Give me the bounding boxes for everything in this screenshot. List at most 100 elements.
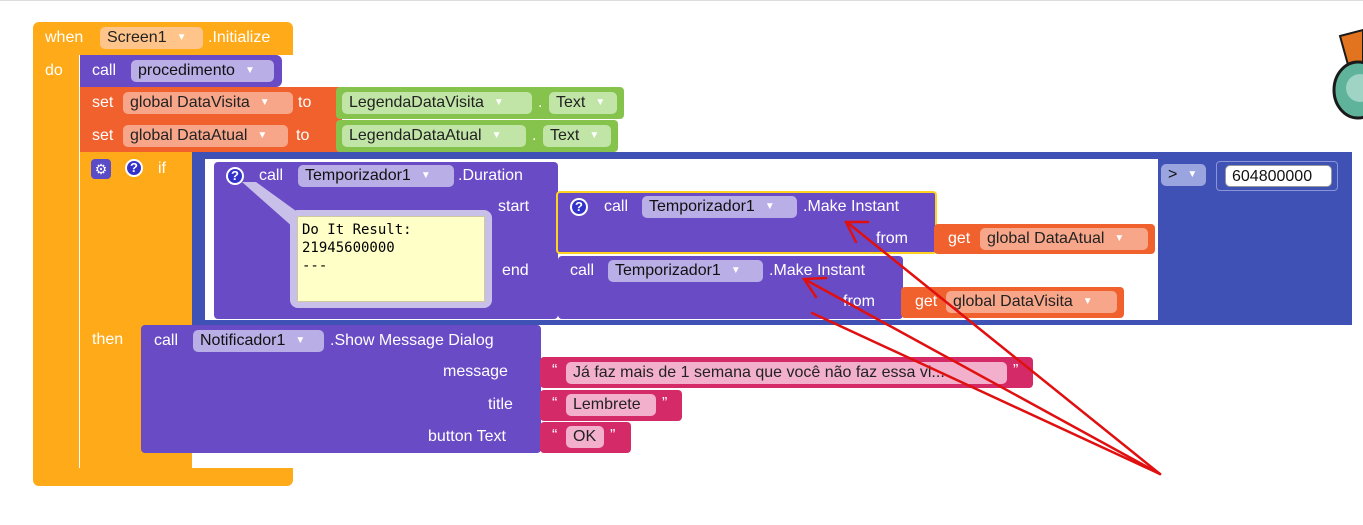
dropdown-arrow-icon: ▼ — [176, 32, 187, 43]
variable-dropdown-datavisita[interactable]: global DataVisita ▼ — [946, 291, 1117, 313]
tooltip-line-1: Do It Result: — [302, 222, 412, 238]
mascot-icon — [1332, 28, 1363, 120]
quote-close: ” — [610, 427, 616, 444]
quote-open: “ — [552, 395, 558, 412]
number-value-field[interactable]: 604800000 — [1225, 165, 1332, 187]
do-it-result-textarea[interactable]: Do It Result: 21945600000 --- — [297, 216, 485, 302]
variable-dropdown-dataatual[interactable]: global DataAtual ▼ — [123, 125, 288, 147]
do-label: do — [45, 62, 63, 79]
workspace-top-border — [0, 0, 1363, 1]
from-label: from — [876, 230, 908, 247]
tooltip-line-2: 21945600000 — [302, 240, 395, 256]
to-label: to — [296, 127, 310, 144]
annotation-arrow-2 — [804, 278, 1162, 476]
then-bottom-bar — [80, 453, 192, 470]
tooltip-line-3: --- — [302, 258, 328, 274]
help-icon[interactable]: ? — [570, 198, 588, 216]
property-dropdown-text[interactable]: Text ▼ — [549, 92, 617, 114]
annotation-arrow-1 — [846, 221, 1162, 476]
make-instant-method-label: .Make Instant — [769, 262, 866, 279]
button-text-field[interactable]: OK — [566, 426, 604, 448]
call-label: call — [259, 167, 284, 184]
quote-close: ” — [662, 395, 668, 412]
dot-label: . — [532, 127, 537, 144]
property-dropdown-text[interactable]: Text ▼ — [543, 125, 611, 147]
number-value: 604800000 — [1232, 168, 1313, 185]
duration-method-label: .Duration — [458, 167, 523, 184]
start-label: start — [498, 198, 530, 215]
variable-name: global DataVisita — [953, 293, 1073, 311]
set-label: set — [92, 127, 114, 144]
variable-dropdown-datavisita[interactable]: global DataVisita ▼ — [123, 92, 293, 114]
then-label: then — [92, 331, 124, 348]
quote-close: ” — [1013, 362, 1019, 379]
call-label: call — [604, 198, 629, 215]
component-name: Temporizador1 — [305, 167, 411, 185]
help-icon[interactable]: ? — [125, 159, 143, 177]
dropdown-arrow-icon: ▼ — [730, 265, 741, 276]
get-label: get — [948, 230, 971, 247]
dropdown-arrow-icon: ▼ — [1082, 296, 1093, 307]
component-name: Temporizador1 — [615, 262, 721, 280]
dropdown-arrow-icon: ▼ — [595, 97, 606, 108]
when-label: when — [45, 29, 84, 46]
property-name: Text — [556, 94, 586, 112]
component-dropdown-legendadataatual[interactable]: LegendaDataAtual ▼ — [342, 125, 526, 147]
dropdown-arrow-icon: ▼ — [259, 97, 270, 108]
end-label: end — [502, 262, 529, 279]
message-param-label: message — [443, 363, 508, 380]
quote-open: “ — [552, 362, 558, 379]
notifier-component-dropdown[interactable]: Notificador1 ▼ — [193, 330, 324, 352]
component-name: Notificador1 — [200, 332, 286, 350]
dropdown-arrow-icon: ▼ — [491, 130, 502, 141]
compare-operator-dropdown[interactable]: >▼ — [1161, 164, 1206, 186]
call-label: call — [570, 262, 595, 279]
dot-label: . — [538, 94, 543, 111]
dropdown-arrow-icon: ▼ — [764, 201, 775, 212]
call-label: call — [92, 62, 117, 79]
procedure-dropdown[interactable]: procedimento▼ — [131, 60, 274, 82]
compare-operator: > — [1168, 166, 1178, 184]
screen-component-dropdown[interactable]: Screen1▼ — [100, 27, 203, 49]
set-label: set — [92, 94, 114, 111]
dropdown-arrow-icon: ▼ — [257, 130, 268, 141]
timer-component-dropdown[interactable]: Temporizador1 ▼ — [642, 196, 797, 218]
variable-name: global DataAtual — [130, 127, 248, 145]
dropdown-arrow-icon: ▼ — [420, 170, 431, 181]
quote-open: “ — [552, 427, 558, 444]
variable-name: global DataAtual — [987, 230, 1105, 248]
event-block-footer — [33, 468, 293, 486]
title-text: Lembrete — [573, 396, 641, 413]
dropdown-arrow-icon: ▼ — [589, 130, 600, 141]
timer-component-dropdown[interactable]: Temporizador1 ▼ — [608, 260, 763, 282]
annotation-arrow-3 — [810, 311, 1162, 476]
component-name: LegendaDataAtual — [349, 127, 482, 145]
get-label: get — [915, 293, 938, 310]
show-message-method-label: .Show Message Dialog — [330, 332, 494, 349]
title-param-label: title — [488, 396, 513, 413]
dropdown-arrow-icon: ▼ — [493, 97, 504, 108]
dropdown-arrow-icon: ▼ — [1114, 233, 1125, 244]
dropdown-arrow-icon: ▼ — [1187, 169, 1198, 180]
property-name: Text — [550, 127, 580, 145]
message-text-field[interactable]: Já faz mais de 1 semana que você não faz… — [566, 362, 1007, 384]
procedure-name: procedimento — [138, 62, 235, 80]
help-icon[interactable]: ? — [226, 167, 244, 185]
event-name-label: .Initialize — [208, 29, 271, 46]
call-label: call — [154, 332, 179, 349]
event-block-body — [33, 55, 79, 468]
component-dropdown-legendadatavisita[interactable]: LegendaDataVisita▼ — [342, 92, 532, 114]
annotation-arrowhead-2 — [801, 276, 828, 299]
to-label: to — [298, 94, 312, 111]
dropdown-arrow-icon: ▼ — [295, 335, 306, 346]
button-text-param-label: button Text — [428, 428, 506, 445]
gear-icon[interactable]: ⚙ — [91, 159, 111, 179]
timer-component-dropdown[interactable]: Temporizador1 ▼ — [298, 165, 454, 187]
component-name: Temporizador1 — [649, 198, 755, 216]
title-text-field[interactable]: Lembrete — [566, 394, 656, 416]
if-label: if — [158, 160, 166, 177]
variable-name: global DataVisita — [130, 94, 250, 112]
button-text: OK — [573, 428, 597, 445]
variable-dropdown-dataatual[interactable]: global DataAtual ▼ — [980, 228, 1148, 250]
